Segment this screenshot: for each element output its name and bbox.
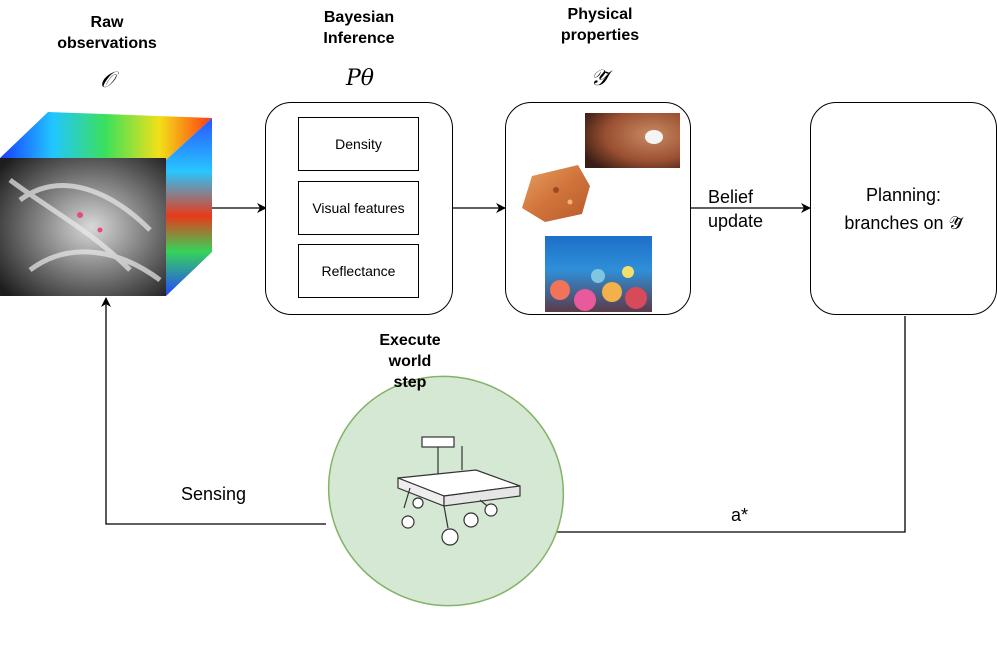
bayesian-inference-title: Bayesian Inference xyxy=(323,9,395,47)
raw-observations-title: Raw observations xyxy=(57,14,157,52)
belief-update-label: Belief update xyxy=(708,187,764,231)
mars-surface-image xyxy=(585,113,680,168)
rover-icon xyxy=(397,436,521,546)
action-label: a* xyxy=(731,505,749,525)
physical-properties-title: Physical properties xyxy=(560,6,640,44)
hyperspectral-cube-image xyxy=(0,112,212,296)
planning-box xyxy=(810,102,997,315)
bayesian-inference-symbol: Pθ xyxy=(345,66,375,91)
density-box: Density xyxy=(298,117,419,171)
physical-properties-symbol: 𝒴̃ xyxy=(590,66,608,91)
coral-reef-image xyxy=(545,236,652,312)
visual-features-box: Visual features xyxy=(298,181,419,235)
physical-properties-box xyxy=(505,102,691,315)
reflectance-box: Reflectance xyxy=(298,244,419,298)
planning-label-line1: Planning: xyxy=(865,185,942,205)
raw-observations-symbol: 𝒪 xyxy=(100,68,114,93)
execute-world-step-title: Execute world step xyxy=(379,332,441,391)
planning-label-line2: branches on 𝒴̃ xyxy=(844,213,963,233)
rock-sample-image xyxy=(522,165,590,222)
sensing-label: Sensing xyxy=(181,484,247,504)
